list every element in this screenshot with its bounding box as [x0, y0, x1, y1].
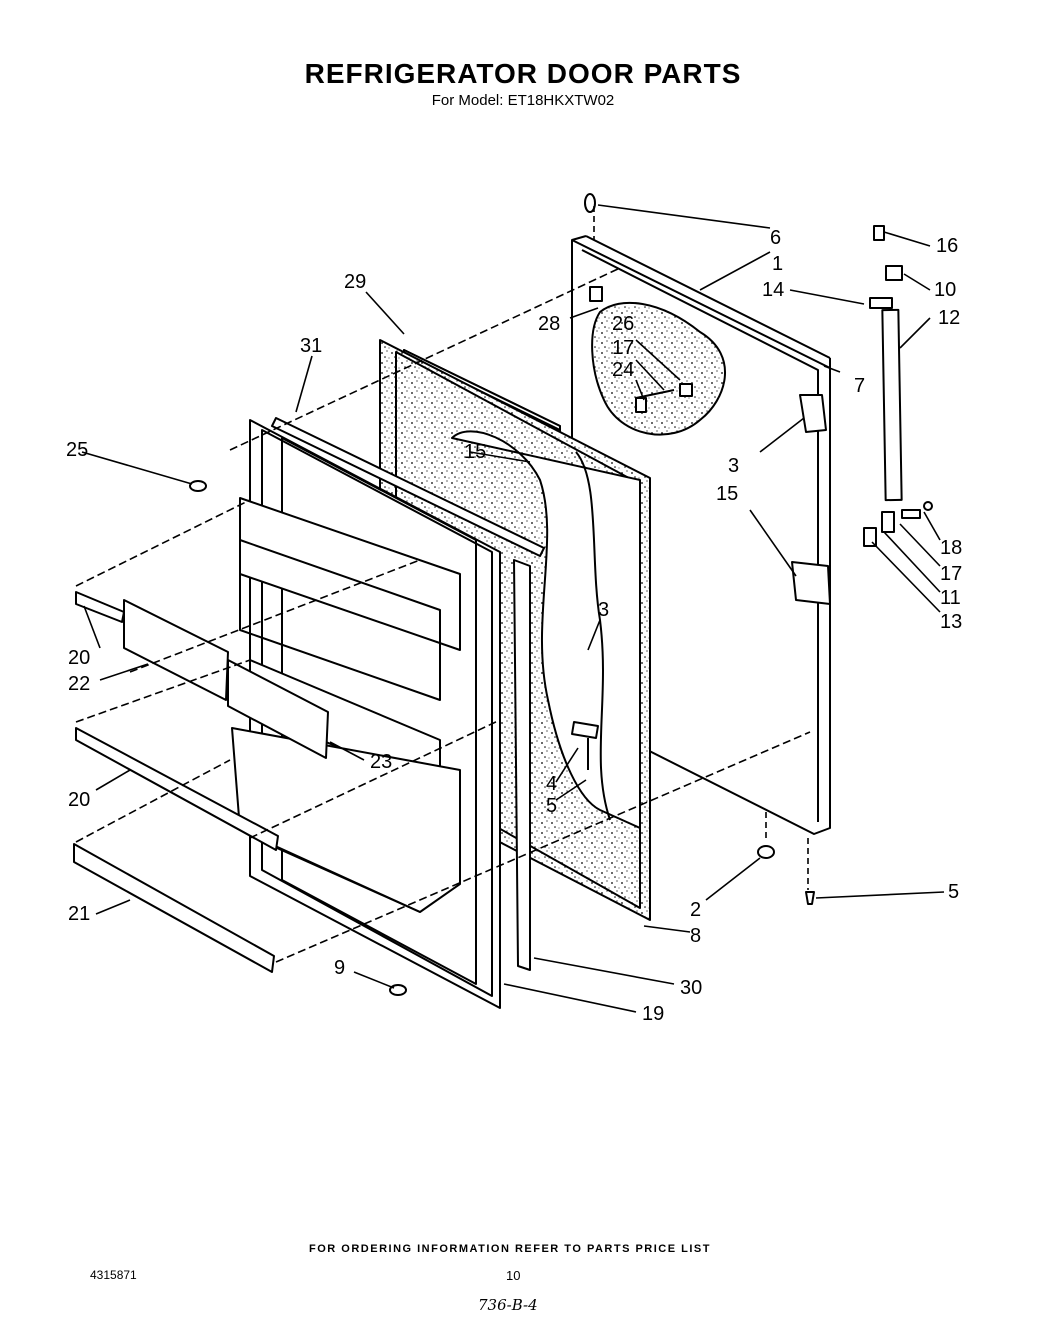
ordering-note: FOR ORDERING INFORMATION REFER TO PARTS … [309, 1243, 711, 1255]
page-number: 10 [506, 1268, 521, 1283]
callout-labels: 1 2 3 3 4 5 5 6 7 8 9 10 11 12 13 14 15 … [66, 227, 962, 1025]
shelf-rail-20-top [75, 591, 125, 623]
callout-label: 30 [680, 977, 702, 999]
bushing-2 [757, 845, 775, 859]
handle-12 [881, 308, 903, 502]
callout-label: 25 [66, 439, 88, 461]
callout-label: 18 [940, 537, 962, 559]
screw-18 [923, 501, 933, 511]
model-subtitle: For Model: ET18HKXTW02 [431, 92, 615, 109]
shelf-23 [227, 659, 329, 759]
callout-label: 19 [642, 1003, 664, 1025]
part-16 [873, 225, 885, 241]
callout-label: 29 [344, 271, 366, 293]
callout-label: 1 [772, 253, 783, 275]
shelf-trim-31 [271, 417, 545, 557]
insulation-cutaway [591, 301, 726, 436]
callout-label: 3 [598, 599, 609, 621]
diagram-title: REFRIGERATOR DOOR PARTS [304, 58, 742, 89]
plug-6 [584, 193, 596, 213]
part-13 [863, 527, 877, 547]
callout-label: 20 [68, 789, 90, 811]
part-10 [885, 265, 903, 281]
callout-label: 17 [612, 337, 634, 359]
callout-label: 23 [370, 751, 392, 773]
callout-label: 17 [940, 563, 962, 585]
callout-label: 31 [300, 335, 322, 357]
plug-25 [189, 480, 207, 492]
callout-label: 22 [68, 673, 90, 695]
leader-lines [75, 204, 945, 1013]
callout-label: 9 [334, 957, 345, 979]
shelf-bar-21 [73, 843, 275, 973]
callout-label: 15 [716, 483, 738, 505]
callout-label: 5 [948, 881, 959, 903]
callout-label: 4 [546, 773, 557, 795]
callout-label: 5 [546, 795, 557, 817]
callout-label: 28 [538, 313, 560, 335]
callout-label: 21 [68, 903, 90, 925]
callout-label: 16 [936, 235, 958, 257]
callout-label: 3 [728, 455, 739, 477]
callout-label: 10 [934, 279, 956, 301]
screw-5-right [805, 891, 815, 905]
callout-label: 14 [762, 279, 784, 301]
part-14 [869, 297, 893, 309]
callout-label: 7 [854, 375, 865, 397]
hinge-4 [571, 721, 599, 739]
gasket-strip-30 [513, 559, 531, 971]
callout-label: 13 [940, 611, 962, 633]
screw-17-right [901, 509, 921, 519]
shelf-22 [123, 599, 229, 701]
part-11 [881, 511, 895, 533]
callout-label: 6 [770, 227, 781, 249]
inner-door-liner [231, 419, 501, 1009]
callout-label: 11 [940, 587, 961, 609]
callout-label: 24 [612, 359, 634, 381]
callout-label: 2 [690, 899, 701, 921]
callout-label: 15 [464, 441, 486, 463]
callout-label: 8 [690, 925, 701, 947]
callout-label: 26 [612, 313, 634, 335]
handwritten-note: 736-B-4 [478, 1296, 538, 1314]
callout-label: 12 [938, 307, 960, 329]
bracket-28 [589, 286, 603, 302]
callout-label: 20 [68, 647, 90, 669]
document-number: 4315871 [90, 1268, 137, 1282]
